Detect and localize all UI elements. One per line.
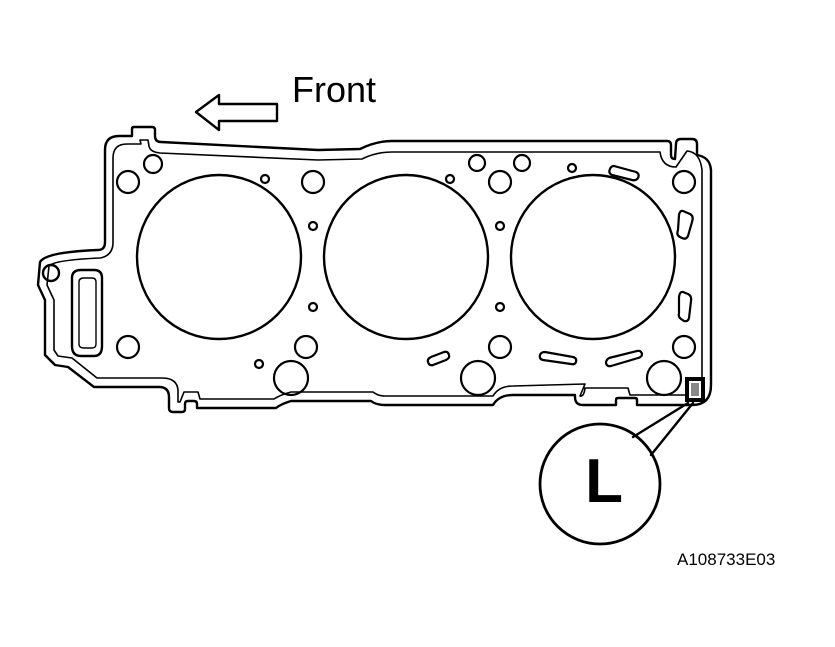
gasket-inner-outline xyxy=(46,139,703,403)
oil-passages xyxy=(426,164,694,368)
cylinder-bore xyxy=(322,173,490,341)
left-arrow-icon xyxy=(194,93,279,132)
callout-letter: L xyxy=(585,447,623,516)
cylinder-bore xyxy=(509,173,677,341)
gasket-outline xyxy=(36,125,713,414)
front-direction-label: Front xyxy=(292,69,377,110)
coolant-slot xyxy=(70,268,104,358)
gasket-holes xyxy=(115,153,697,397)
coolant-slot-inner xyxy=(78,277,97,349)
callout-circle xyxy=(538,422,662,546)
identification-mark-icon xyxy=(685,377,705,402)
callout-leader xyxy=(631,401,695,457)
figure-code: A108733E03 xyxy=(677,550,776,569)
cylinder-bore xyxy=(135,173,303,341)
mounting-hole xyxy=(41,263,61,283)
